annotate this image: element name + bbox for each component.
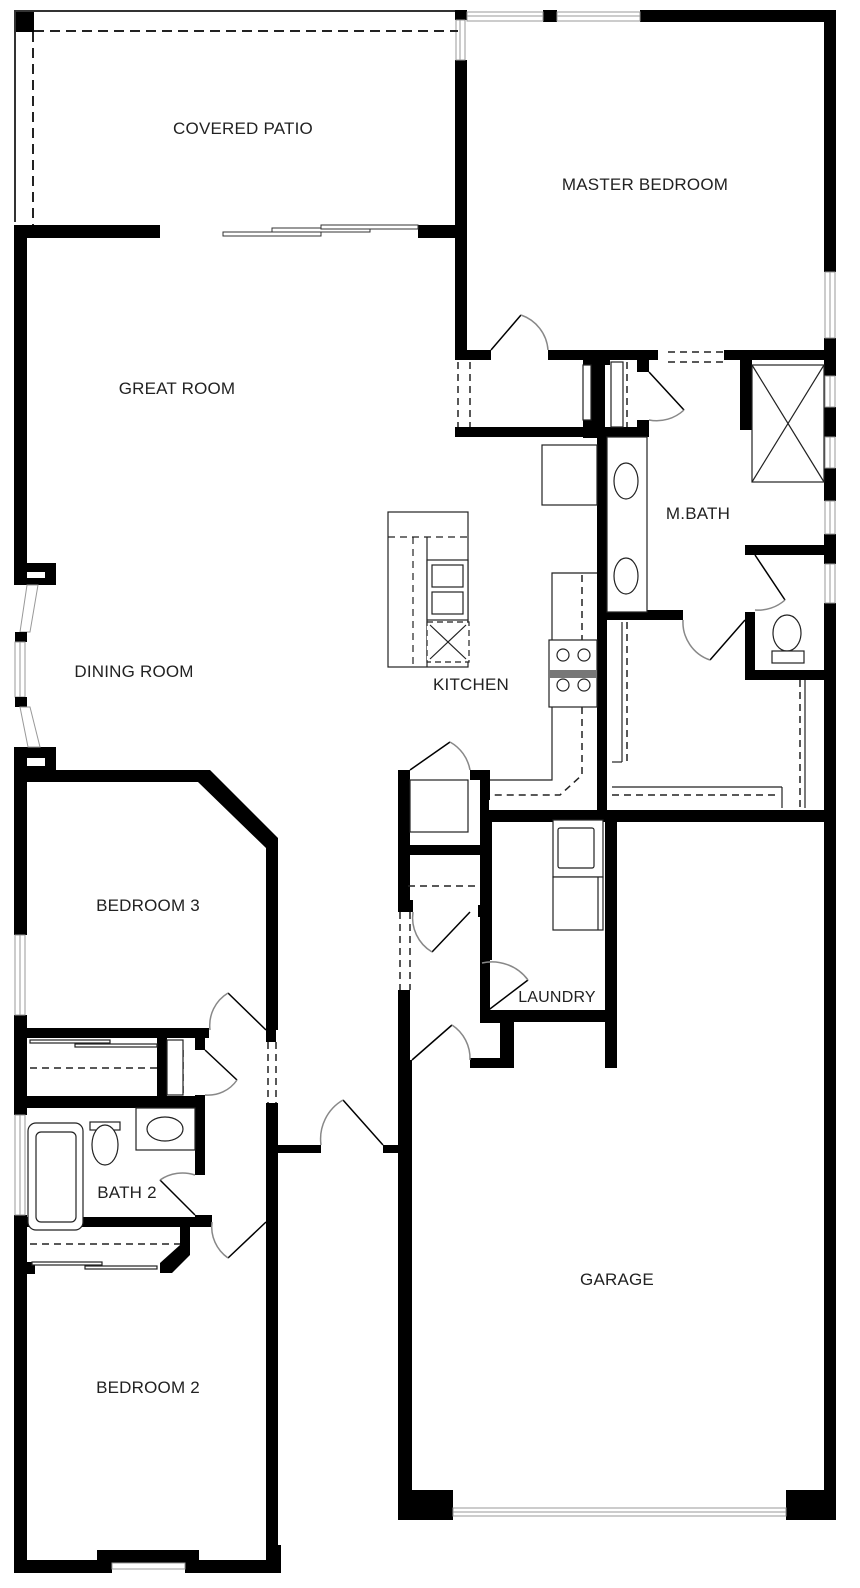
label-laundry: LAUNDRY — [518, 989, 596, 1006]
label-great-room: GREAT ROOM — [118, 379, 236, 398]
windows — [14, 11, 836, 1570]
label-dining-room: DINING ROOM — [74, 662, 194, 681]
bay-window — [14, 572, 45, 766]
garage-piers — [415, 1522, 832, 1524]
label-garage: GARAGE — [580, 1270, 654, 1289]
fixtures — [27, 361, 825, 1270]
patio-outline — [32, 30, 458, 225]
sliding-door[interactable] — [222, 224, 419, 237]
doors[interactable] — [159, 314, 786, 1259]
label-bedroom-3: BEDROOM 3 — [96, 896, 200, 915]
dashed-openings — [30, 351, 801, 1245]
walls — [14, 10, 836, 1573]
label-kitchen: KITCHEN — [432, 675, 510, 694]
label-covered-patio: COVERED PATIO — [173, 119, 313, 138]
label-master-bedroom: MASTER BEDROOM — [561, 175, 729, 194]
label-bedroom-2: BEDROOM 2 — [96, 1378, 200, 1397]
label-master-bath: M.BATH — [665, 504, 731, 523]
label-bath-2: BATH 2 — [97, 1183, 157, 1202]
